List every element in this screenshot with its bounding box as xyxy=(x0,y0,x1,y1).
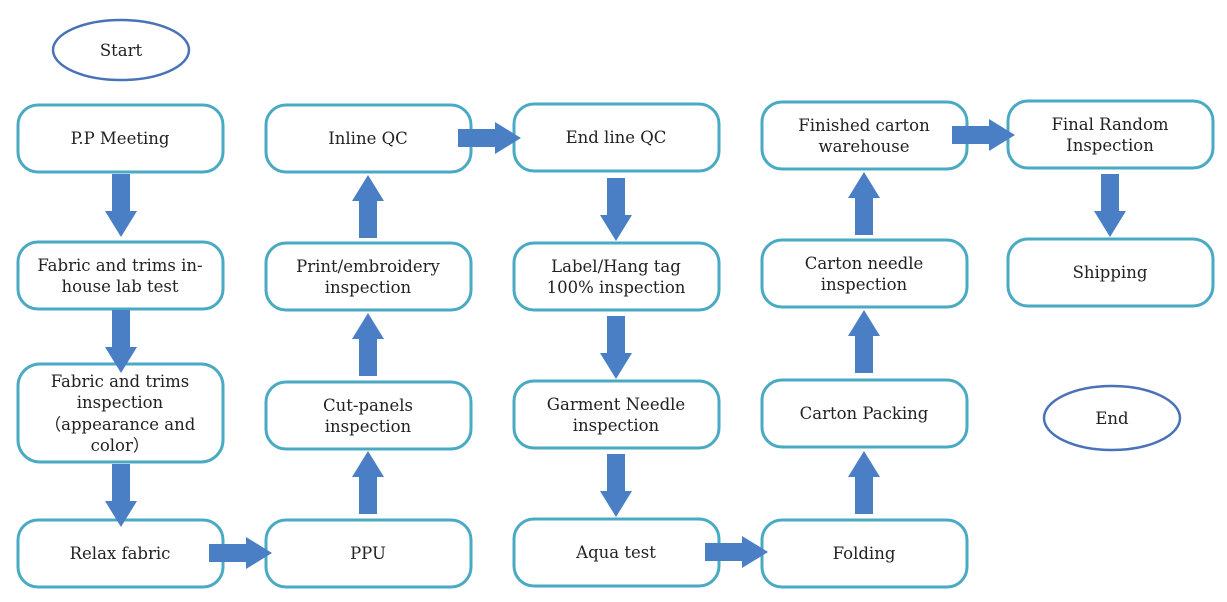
node-label: Final Random xyxy=(1051,115,1168,134)
arrow-down xyxy=(105,464,137,527)
node-label: Folding xyxy=(833,544,896,563)
node-label: Carton Packing xyxy=(800,404,929,423)
node-cut-panels: Cut-panels inspection xyxy=(264,380,473,451)
arrow-down xyxy=(600,454,632,517)
node-carton-needle: Carton needle inspection xyxy=(760,238,969,309)
node-relax-fabric: Relax fabric xyxy=(16,518,225,589)
node-label: End line QC xyxy=(566,128,667,147)
node-label: Carton needle xyxy=(805,254,924,273)
arrow-up xyxy=(352,313,384,376)
node-end-line-qc: End line QC xyxy=(512,102,721,173)
node-garment-needle: Garment Needle inspection xyxy=(512,379,721,450)
node-label: Label/Hang tag xyxy=(551,257,681,276)
node-label: Relax fabric xyxy=(70,544,171,563)
node-label: P.P Meeting xyxy=(71,129,170,148)
node-pp-meeting: P.P Meeting xyxy=(16,103,225,174)
node-label: Fabric and trims xyxy=(51,372,190,391)
arrow-up xyxy=(848,310,880,373)
node-folding: Folding xyxy=(760,518,969,589)
node-label-hang-tag: Label/Hang tag 100% inspection xyxy=(512,241,721,312)
node-label: inspection xyxy=(325,417,412,436)
node-print-embroidery: Print/embroidery inspection xyxy=(264,241,473,312)
node-label: inspection xyxy=(821,275,908,294)
node-label: （appearance and xyxy=(45,415,196,434)
start-node: Start xyxy=(51,18,191,82)
node-label: inspection xyxy=(573,416,660,435)
node-label: inspection xyxy=(325,278,412,297)
node-label: Fabric and trims in- xyxy=(37,256,202,275)
node-label: color） xyxy=(91,436,150,455)
node-finished-carton: Finished carton warehouse xyxy=(760,100,969,171)
node-label: Inspection xyxy=(1066,136,1154,155)
node-label: Finished carton xyxy=(798,116,930,135)
node-carton-packing: Carton Packing xyxy=(760,378,969,449)
node-label: Shipping xyxy=(1073,263,1148,282)
node-ppu: PPU xyxy=(264,518,473,589)
arrow-down xyxy=(105,174,137,237)
end-label: End xyxy=(1095,409,1129,428)
arrow-down xyxy=(1094,174,1126,237)
start-label: Start xyxy=(100,41,143,60)
node-label: house lab test xyxy=(61,277,178,296)
node-label: warehouse xyxy=(818,137,909,156)
node-aqua-test: Aqua test xyxy=(512,517,721,588)
arrow-up xyxy=(848,172,880,235)
node-fabric-lab-test: Fabric and trims in- house lab test xyxy=(16,240,225,311)
node-label: PPU xyxy=(350,544,386,563)
node-label: 100% inspection xyxy=(547,278,686,297)
end-node: End xyxy=(1042,384,1182,452)
node-label: Cut-panels xyxy=(323,396,413,415)
arrow-up xyxy=(352,175,384,238)
node-label: inspection xyxy=(77,393,164,412)
node-label: Print/embroidery xyxy=(296,257,440,276)
node-final-random: Final Random Inspection xyxy=(1006,99,1215,170)
arrow-down xyxy=(600,316,632,379)
node-inline-qc: Inline QC xyxy=(264,103,473,174)
arrow-up xyxy=(848,451,880,514)
arrow-up xyxy=(352,451,384,514)
arrow-down xyxy=(600,178,632,241)
node-label: Aqua test xyxy=(575,543,656,562)
node-shipping: Shipping xyxy=(1006,237,1215,308)
node-label: Garment Needle xyxy=(547,395,685,414)
node-label: Inline QC xyxy=(328,129,408,148)
node-fabric-inspection: Fabric and trims inspection （appearance … xyxy=(16,362,225,464)
